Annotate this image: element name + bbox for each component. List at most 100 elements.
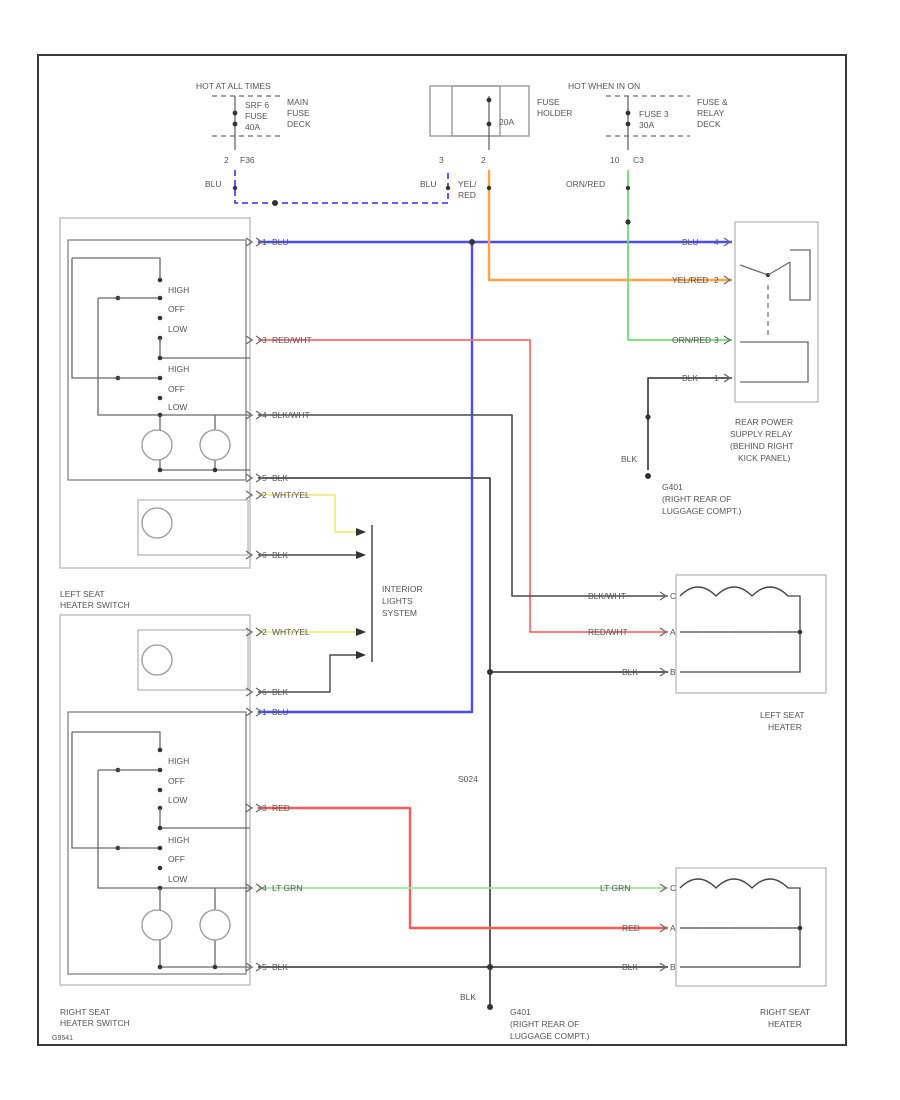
left-switch-high-2: HIGH — [168, 364, 189, 374]
relay-label-2: SUPPLY RELAY — [730, 429, 793, 439]
right-heater-wire-ltgrn: LT GRN — [600, 883, 630, 893]
right-fuse-box-1: FUSE & — [697, 97, 728, 107]
center-fuse-amps: 20A — [499, 117, 514, 127]
right-heater-pin-2: A — [670, 923, 676, 933]
left-switch-wire-blu: BLU — [272, 237, 289, 247]
left-switch-wire-wht: WHT/YEL — [272, 490, 310, 500]
interior-lights-line-1: INTERIOR — [382, 584, 423, 594]
left-switch-pin-blkwht: 4 — [262, 410, 267, 420]
right-switch-label-1: RIGHT SEAT — [60, 1007, 110, 1017]
right-fuse-pin-a: 10 — [610, 155, 620, 165]
connector-chevron — [723, 275, 732, 285]
connector-chevron — [245, 883, 254, 893]
right-fuse-title: HOT WHEN IN ON — [568, 81, 640, 91]
left-fuse-title: HOT AT ALL TIMES — [196, 81, 271, 91]
left-switch-low-1: LOW — [168, 324, 187, 334]
relay-pin-2: 2 — [714, 275, 719, 285]
left-fuse-box-2: FUSE — [287, 108, 310, 118]
right-switch-pin-blk2: 5 — [262, 962, 267, 972]
connector-chevron — [255, 335, 264, 345]
left-fuse-wire: BLU — [205, 179, 222, 189]
connector-chevron — [255, 962, 264, 972]
relay-label-4: KICK PANEL) — [738, 453, 790, 463]
left-switch-label-2: HEATER SWITCH — [60, 600, 130, 610]
ground-1-loc-1: (RIGHT REAR OF — [662, 494, 731, 504]
left-fuse-block: HOT AT ALL TIMES SRF 6 FUSE 40A MAIN FUS… — [196, 81, 311, 189]
right-heater-wire-blk: BLK — [622, 962, 638, 972]
left-switch-wire-red: RED/WHT — [272, 335, 312, 345]
connector-chevron — [245, 803, 254, 813]
left-switch-off-2: OFF — [168, 384, 185, 394]
left-switch-wire-blk: BLK — [272, 473, 288, 483]
left-seat-heater-switch: HIGH OFF LOW HIGH OFF LOW LEFT SEAT HEAT… — [59, 217, 312, 610]
right-fuse-wire: ORN/RED — [566, 179, 605, 189]
relay-wire-yel: YEL/RED — [672, 275, 708, 285]
ground-1-wire: BLK — [621, 454, 637, 464]
connector-chevron — [245, 627, 254, 637]
connector-chevron — [659, 591, 668, 601]
right-heater-label-2: HEATER — [768, 1019, 802, 1029]
ground-g401-upper: BLK G401 (RIGHT REAR OF LUGGAGE COMPT.) — [621, 454, 742, 516]
connector-chevron — [255, 687, 264, 697]
right-switch-pin-blk: 6 — [262, 687, 267, 697]
right-fuse-block: HOT WHEN IN ON FUSE 3 30A FUSE & RELAY D… — [566, 81, 728, 189]
right-switch-wire-blk2: BLK — [272, 962, 288, 972]
right-switch-pin-blu: 1 — [262, 707, 267, 717]
connector-chevron — [255, 627, 264, 637]
connector-chevron — [245, 687, 254, 697]
relay-wire-blu: BLU — [682, 237, 699, 247]
connector-chevron — [659, 923, 668, 933]
right-switch-low-2: LOW — [168, 874, 187, 884]
connector-chevron — [245, 962, 254, 972]
left-fuse-amps: 40A — [245, 122, 260, 132]
left-switch-wire-blkwht: BLK/WHT — [272, 410, 310, 420]
connector-chevron — [245, 335, 254, 345]
connector-chevron — [255, 707, 264, 717]
center-fuse-block: 20A FUSE HOLDER 3 2 BLU YEL/ RED — [420, 85, 572, 200]
connector-chevron — [723, 335, 732, 345]
left-heater-wire-red: RED/WHT — [588, 627, 628, 637]
left-fuse-name: SRF 6 — [245, 100, 269, 110]
right-heater-label-1: RIGHT SEAT — [760, 1007, 810, 1017]
interior-lights-line-3: SYSTEM — [382, 608, 417, 618]
connector-chevron — [659, 627, 668, 637]
center-fuse-pin-a: 3 — [439, 155, 444, 165]
left-switch-label-1: LEFT SEAT — [60, 589, 105, 599]
left-switch-high-1: HIGH — [168, 285, 189, 295]
relay-pin-3: 3 — [714, 335, 719, 345]
left-fuse-box-1: MAIN — [287, 97, 308, 107]
left-heater-pin-2: A — [670, 627, 676, 637]
left-heater-label-2: HEATER — [768, 722, 802, 732]
center-fuse-box-1: FUSE — [537, 97, 560, 107]
right-seat-heater-switch: HIGH OFF LOW HIGH OFF LOW RIGHT SEAT HEA… — [59, 614, 310, 1028]
right-switch-off-2: OFF — [168, 854, 185, 864]
connector-chevron — [255, 237, 264, 247]
right-fuse-box-3: DECK — [697, 119, 721, 129]
left-switch-low-2: LOW — [168, 402, 187, 412]
connector-chevron — [659, 667, 668, 677]
ground-g401-lower: S024 BLK G401 (RIGHT REAR OF LUGGAGE COM… — [458, 774, 590, 1041]
right-fuse-amps: 30A — [639, 120, 654, 130]
connector-chevron — [245, 237, 254, 247]
right-heater-pin-3: B — [670, 962, 676, 972]
ground-2-loc-1: (RIGHT REAR OF — [510, 1019, 579, 1029]
center-fuse-wire-b2: RED — [458, 190, 476, 200]
ground-1-name: G401 — [662, 482, 683, 492]
diagram-frame — [37, 54, 847, 1046]
right-switch-low-1: LOW — [168, 795, 187, 805]
relay-wire-orn: ORN/RED — [672, 335, 711, 345]
connector-chevron — [245, 707, 254, 717]
splice-label: S024 — [458, 774, 478, 784]
left-fuse-name-2: FUSE — [245, 111, 268, 121]
left-switch-pin-blk: 5 — [262, 473, 267, 483]
rear-power-supply-relay: BLU YEL/RED ORN/RED BLK 4 2 3 1 REAR POW… — [672, 221, 819, 463]
switch-connectors — [245, 237, 732, 972]
relay-pin-1: 4 — [714, 237, 719, 247]
right-seat-heater: LT GRN RED BLK C A B RIGHT SEAT HEATER — [600, 867, 827, 1029]
connector-chevron — [255, 550, 264, 560]
connector-chevron — [255, 410, 264, 420]
left-fuse-pin-a: 2 — [224, 155, 229, 165]
left-fuse-pin-b: F36 — [240, 155, 255, 165]
left-switch-pin-blu: 1 — [262, 237, 267, 247]
